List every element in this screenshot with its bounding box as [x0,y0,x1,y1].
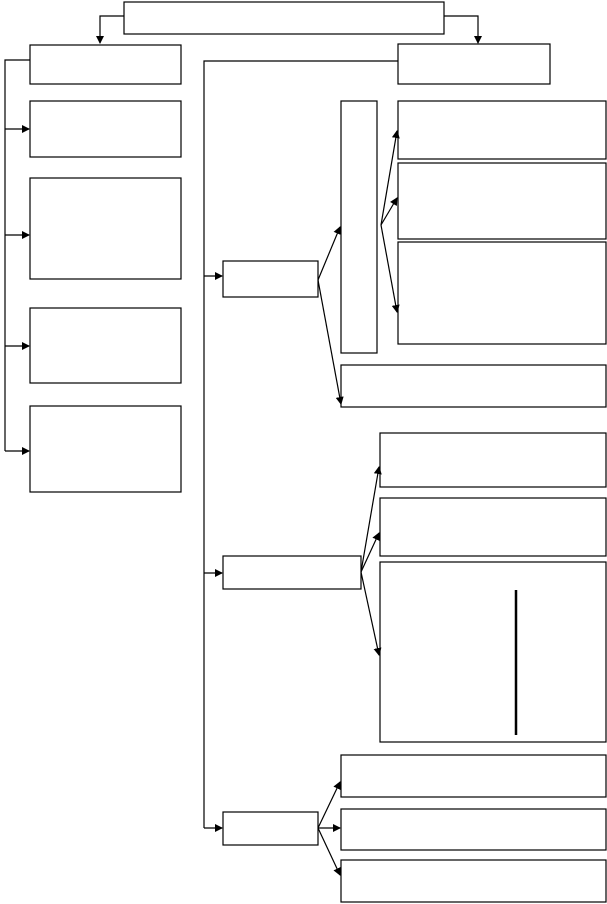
branch-b-item-3 [379,561,607,743]
left-box-2 [29,177,182,280]
branch-a-box [222,260,319,298]
branch-b-item-2 [379,497,607,557]
connector-root-left [96,15,124,44]
branch-a-item-2 [397,162,607,240]
branch-c-box [222,811,319,846]
branch-b-item-1 [379,432,607,488]
branch-a-bottom-box [340,364,607,408]
left-box-1 [29,100,182,158]
connector-root-right [444,15,482,44]
left-box-3 [29,307,182,384]
root-box [123,1,445,35]
branch-a-item-1 [397,100,607,160]
branch-a-item-3 [397,241,607,345]
connector-c-to-item-1 [317,781,341,829]
left-spine [4,59,30,451]
right-spine [203,60,398,828]
branch-c-item-1 [340,754,607,798]
branch-b-box [222,555,362,590]
right-head-box [397,43,551,85]
connector-side-to-item-2 [380,197,398,226]
connector-a-to-bottom [317,279,344,405]
left-head-box [29,44,182,85]
branch-a-side-box [340,100,378,354]
left-box-4 [29,405,182,493]
connector-side-to-item-3 [380,224,400,313]
connector-b-to-item-1 [360,466,382,573]
branch-c-item-2 [340,808,607,851]
connector-b-to-item-2 [360,532,380,573]
connector-a-to-side [317,226,342,281]
connector-side-to-item-1 [380,130,400,226]
connector-b-to-item-3 [360,571,382,656]
connector-c-to-item-3 [317,827,341,876]
branch-c-item-3 [340,859,607,903]
